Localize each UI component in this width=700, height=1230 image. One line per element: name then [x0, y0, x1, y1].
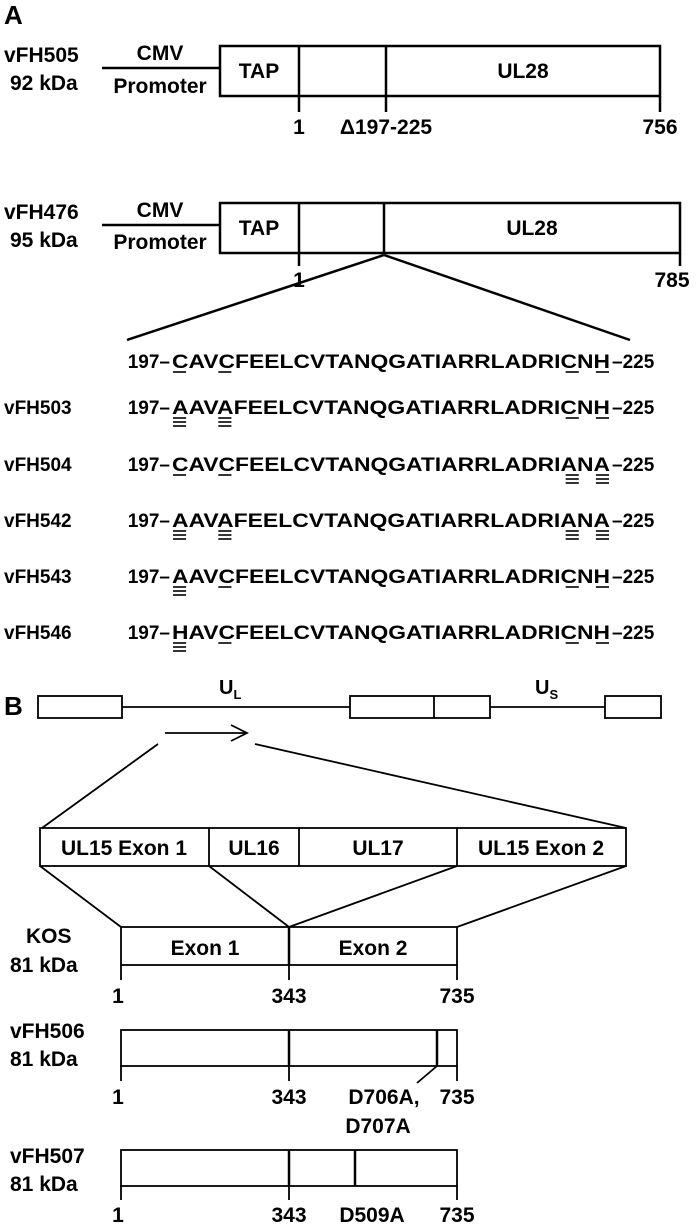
construct-name: KOS	[26, 925, 72, 948]
ul-region-label: UL	[219, 677, 241, 702]
construct-vfh476: vFH476 95 kDa CMV Promoter TAP UL28 1 78…	[4, 199, 690, 342]
construct-mass: 81 kDa	[10, 1173, 78, 1196]
mutation-label: D509A	[339, 1204, 404, 1227]
tap-segment-label: TAP	[239, 60, 279, 83]
construct-vfh506: vFH506 81 kDa 1 343 D706A, D707A 735	[10, 1020, 475, 1138]
tick-label-343: 343	[271, 1086, 306, 1109]
construct-name: vFH507	[10, 1145, 85, 1168]
sequence-end-label: –225	[612, 567, 655, 588]
tick-label-1: 1	[112, 985, 124, 1008]
sequence-start-label: 197–	[128, 398, 170, 419]
sequence-residues: CAVCFEELCVTANQGATIARRLADRIANA	[172, 455, 610, 476]
construct-mass: 92 kDa	[10, 72, 78, 95]
mutant-name: vFH542	[4, 511, 72, 532]
sequence-residues: AAVAFEELCVTANQGATIARRLADRIANA	[172, 511, 610, 532]
promoter-label-bottom: Promoter	[113, 75, 206, 98]
sequence-residues: HAVCFEELCVTANQGATIARRLADRICNH	[172, 623, 610, 644]
panel-b-label: B	[4, 691, 23, 721]
zoom-line-left	[41, 743, 159, 829]
sequence-start-label: 197–	[128, 455, 170, 476]
sequence-start-label: 197–	[128, 352, 170, 373]
zoom-line-right	[383, 253, 631, 342]
construct-name: vFH505	[4, 44, 79, 67]
genome-map: UL US	[37, 677, 662, 829]
mutation-label-line2: D707A	[345, 1115, 410, 1138]
sequence-row: vFH504 197–CAVCFEELCVTANQGATIARRLADRIANA–…	[4, 455, 655, 484]
tick-label-343: 343	[271, 985, 306, 1008]
region-label-ul16: UL16	[228, 837, 279, 860]
ul28-segment-label: UL28	[497, 60, 549, 83]
splice-line	[39, 865, 122, 928]
ul28-segment-label: UL28	[506, 217, 558, 240]
region-label-ul17: UL17	[352, 837, 403, 860]
sequence-start-label: 197–	[128, 511, 170, 532]
promoter-label-top: CMV	[137, 199, 184, 222]
us-region-label: US	[535, 677, 558, 702]
tick-label-343: 343	[271, 1204, 306, 1227]
genome-repeat-box	[349, 695, 491, 719]
tick-label-735: 735	[439, 1086, 474, 1109]
promoter-label-top: CMV	[137, 42, 184, 65]
exon2-label: Exon 2	[339, 937, 408, 960]
mutant-name: vFH503	[4, 398, 72, 419]
tick-end-label: 756	[642, 116, 677, 139]
sequence-row: vFH503 197–AAVAFEELCVTANQGATIARRLADRICNH–…	[4, 398, 655, 427]
sequence-row: vFH543 197–AAVCFEELCVTANQGATIARRLADRICNH–…	[4, 567, 655, 596]
sequence-alignment: 197–CAVCFEELCVTANQGATIARRLADRICNH–225vFH…	[4, 352, 655, 652]
sequence-row: 197–CAVCFEELCVTANQGATIARRLADRICNH–225	[128, 352, 655, 373]
promoter-label-bottom: Promoter	[113, 231, 206, 254]
mutation-label-line1: D706A,	[348, 1086, 419, 1109]
genome-repeat-box	[37, 695, 123, 719]
sequence-start-label: 197–	[128, 623, 170, 644]
mutant-name: vFH543	[4, 567, 72, 588]
construct-mass: 81 kDa	[10, 1048, 78, 1071]
mutation-pointer	[416, 1065, 438, 1084]
region-bar	[39, 827, 627, 867]
region-label-ul15-exon1: UL15 Exon 1	[61, 837, 187, 860]
deletion-label: Δ197-225	[340, 116, 432, 139]
mutant-name: vFH504	[4, 455, 72, 476]
mutant-name: vFH546	[4, 623, 72, 644]
splice-line	[456, 865, 627, 928]
splice-line	[208, 865, 290, 928]
construct-bar	[218, 201, 682, 255]
sequence-row: vFH542 197–AAVAFEELCVTANQGATIARRLADRIANA–…	[4, 511, 655, 540]
tick-start-label: 1	[293, 116, 305, 139]
sequence-end-label: –225	[612, 352, 655, 373]
arrow-head-icon	[230, 724, 250, 742]
construct-mass: 95 kDa	[10, 229, 78, 252]
tick-label-735: 735	[439, 985, 474, 1008]
exon1-label: Exon 1	[171, 937, 240, 960]
region-label-ul15-exon2: UL15 Exon 2	[478, 837, 604, 860]
construct-kos: KOS 81 kDa Exon 1 Exon 2 1 343 735	[10, 925, 475, 1008]
sequence-start-label: 197–	[128, 567, 170, 588]
tick-start-label: 1	[293, 269, 305, 292]
genome-repeat-box	[604, 695, 662, 719]
tick-label-1: 1	[112, 1086, 124, 1109]
zoom-line-left	[126, 253, 385, 342]
ul15-region: UL15 Exon 1 UL16 UL17 UL15 Exon 2	[39, 827, 627, 928]
sequence-row: vFH546 197–HAVCFEELCVTANQGATIARRLADRICNH–…	[4, 623, 655, 652]
construct-name: vFH476	[4, 201, 79, 224]
sequence-end-label: –225	[612, 455, 655, 476]
sequence-end-label: –225	[612, 511, 655, 532]
construct-mass: 81 kDa	[10, 954, 78, 977]
sequence-end-label: –225	[612, 398, 655, 419]
zoom-line-right	[254, 743, 627, 829]
tick-label-735: 735	[439, 1204, 474, 1227]
tick-label-1: 1	[112, 1204, 124, 1227]
construct-vfh505: vFH505 92 kDa CMV Promoter TAP UL28 1 Δ1…	[4, 42, 678, 139]
construct-name: vFH506	[10, 1020, 85, 1043]
sequence-end-label: –225	[612, 623, 655, 644]
sequence-residues: AAVAFEELCVTANQGATIARRLADRICNH	[172, 398, 610, 419]
construct-vfh507: vFH507 81 kDa 1 343 D509A 735	[10, 1145, 475, 1227]
splice-line	[288, 865, 458, 928]
panel-a-label: A	[4, 0, 23, 30]
sequence-residues: AAVCFEELCVTANQGATIARRLADRICNH	[172, 567, 610, 588]
tick-end-label: 785	[654, 269, 689, 292]
tap-segment-label: TAP	[239, 217, 279, 240]
construct-bar	[218, 44, 662, 98]
sequence-residues: CAVCFEELCVTANQGATIARRLADRICNH	[172, 352, 610, 373]
